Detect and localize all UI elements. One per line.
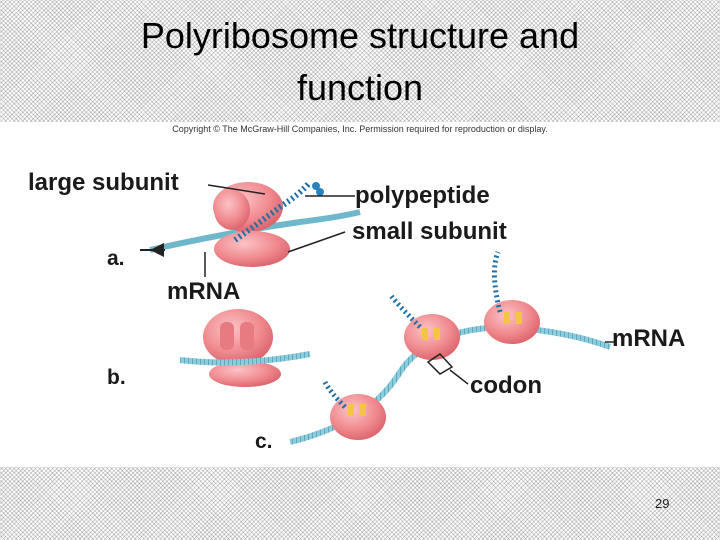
title-line-1: Polyribosome structure and (140, 15, 580, 56)
slide-title: Polyribosome structure and function (0, 10, 720, 114)
label-small-subunit: small subunit (352, 218, 507, 245)
label-a: a. (107, 247, 125, 270)
label-polypeptide: polypeptide (355, 182, 490, 209)
label-c: c. (255, 430, 273, 453)
figure-panel: Copyright © The McGraw-Hill Companies, I… (0, 122, 720, 467)
label-mrna-c: mRNA (612, 325, 686, 352)
copyright-notice: Copyright © The McGraw-Hill Companies, I… (172, 124, 548, 134)
panel-c-polysome (289, 251, 615, 445)
label-b: b. (107, 366, 126, 389)
label-large-subunit: large subunit (28, 169, 179, 196)
title-line-2: function (296, 67, 424, 108)
label-codon: codon (470, 372, 542, 399)
polyribosome-figure (140, 180, 615, 445)
page-number: 29 (655, 496, 670, 511)
label-mrna-a: mRNA (167, 278, 241, 305)
panel-b-ribosome (179, 309, 311, 387)
panel-a-ribosome (140, 180, 361, 277)
